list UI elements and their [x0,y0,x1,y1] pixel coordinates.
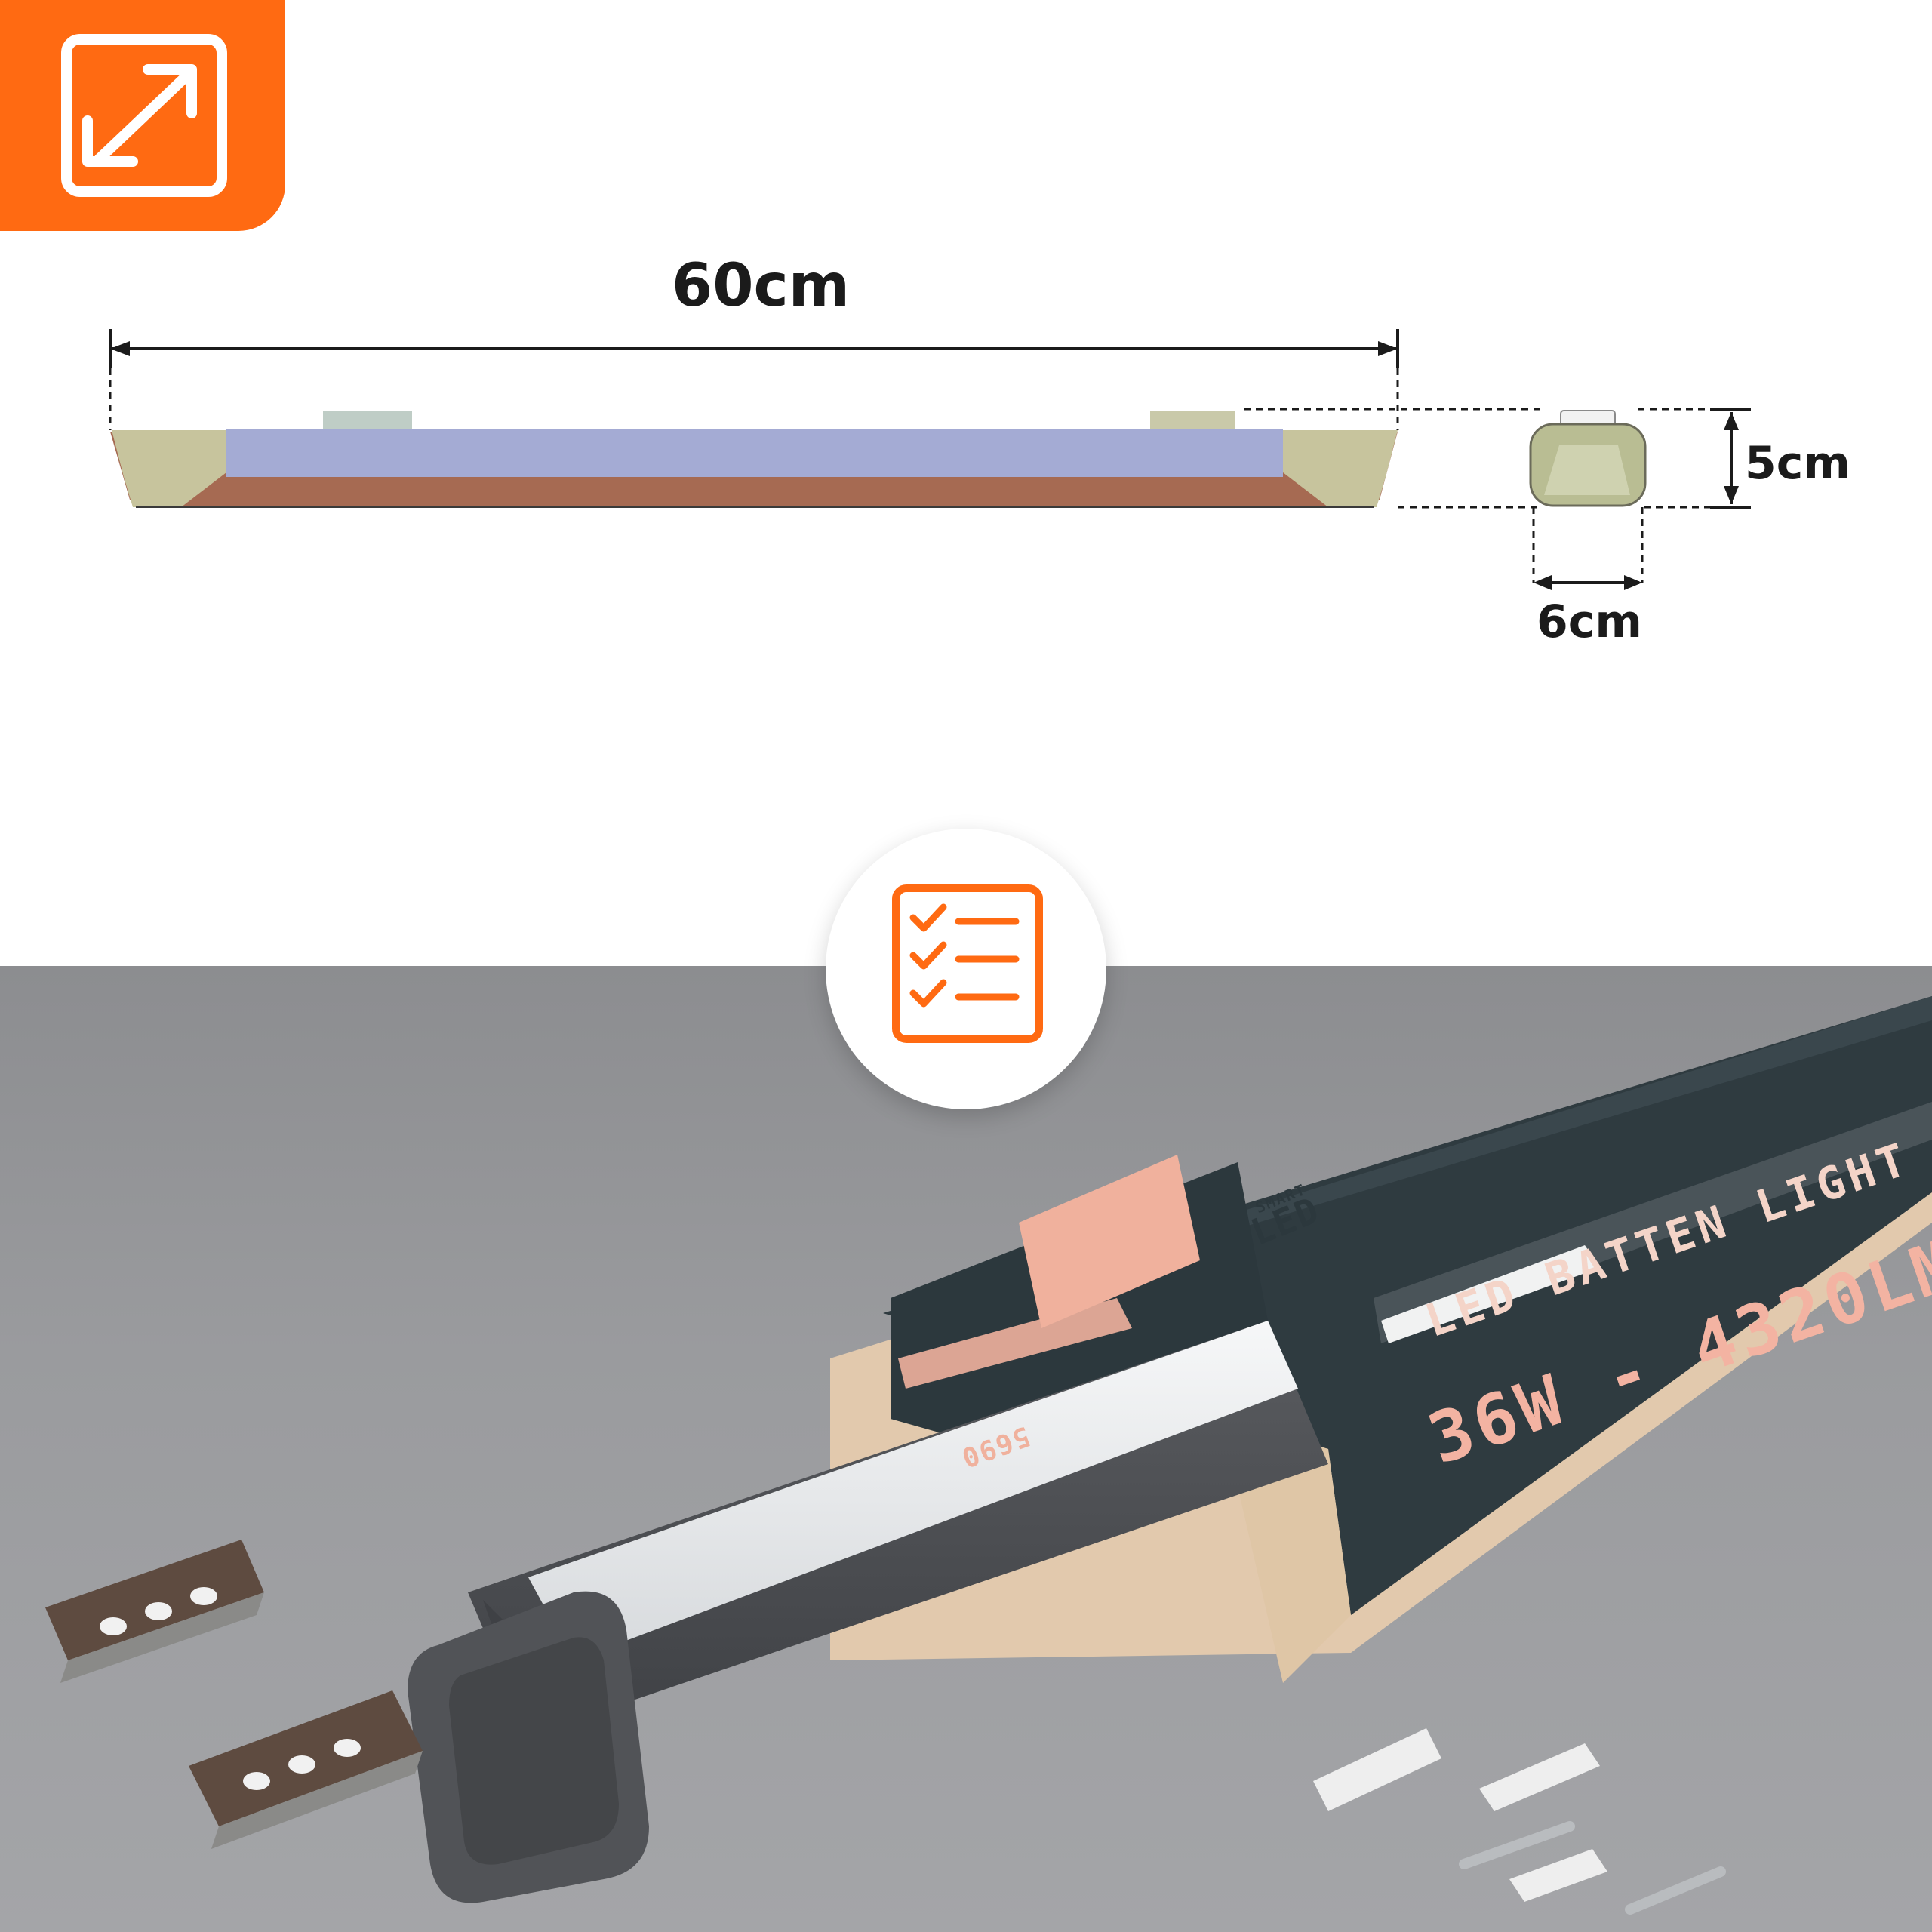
height-label: 5cm [1745,437,1850,490]
mounting-brackets [45,1540,423,1849]
product-scene [45,996,1932,1915]
dimensions-badge [0,0,285,231]
width-label: 6cm [1537,595,1642,648]
luminaire-side-view [110,411,1398,508]
expand-arrows-icon [61,34,227,197]
length-label: 60cm [672,252,851,320]
checklist-icon [892,884,1043,1043]
luminaire-photo [408,1321,1328,1903]
screws-and-plugs [1313,1728,1726,1915]
dimension-diagram [109,329,1751,590]
luminaire-end-view [1529,410,1647,507]
included-items-badge [826,829,1106,1109]
